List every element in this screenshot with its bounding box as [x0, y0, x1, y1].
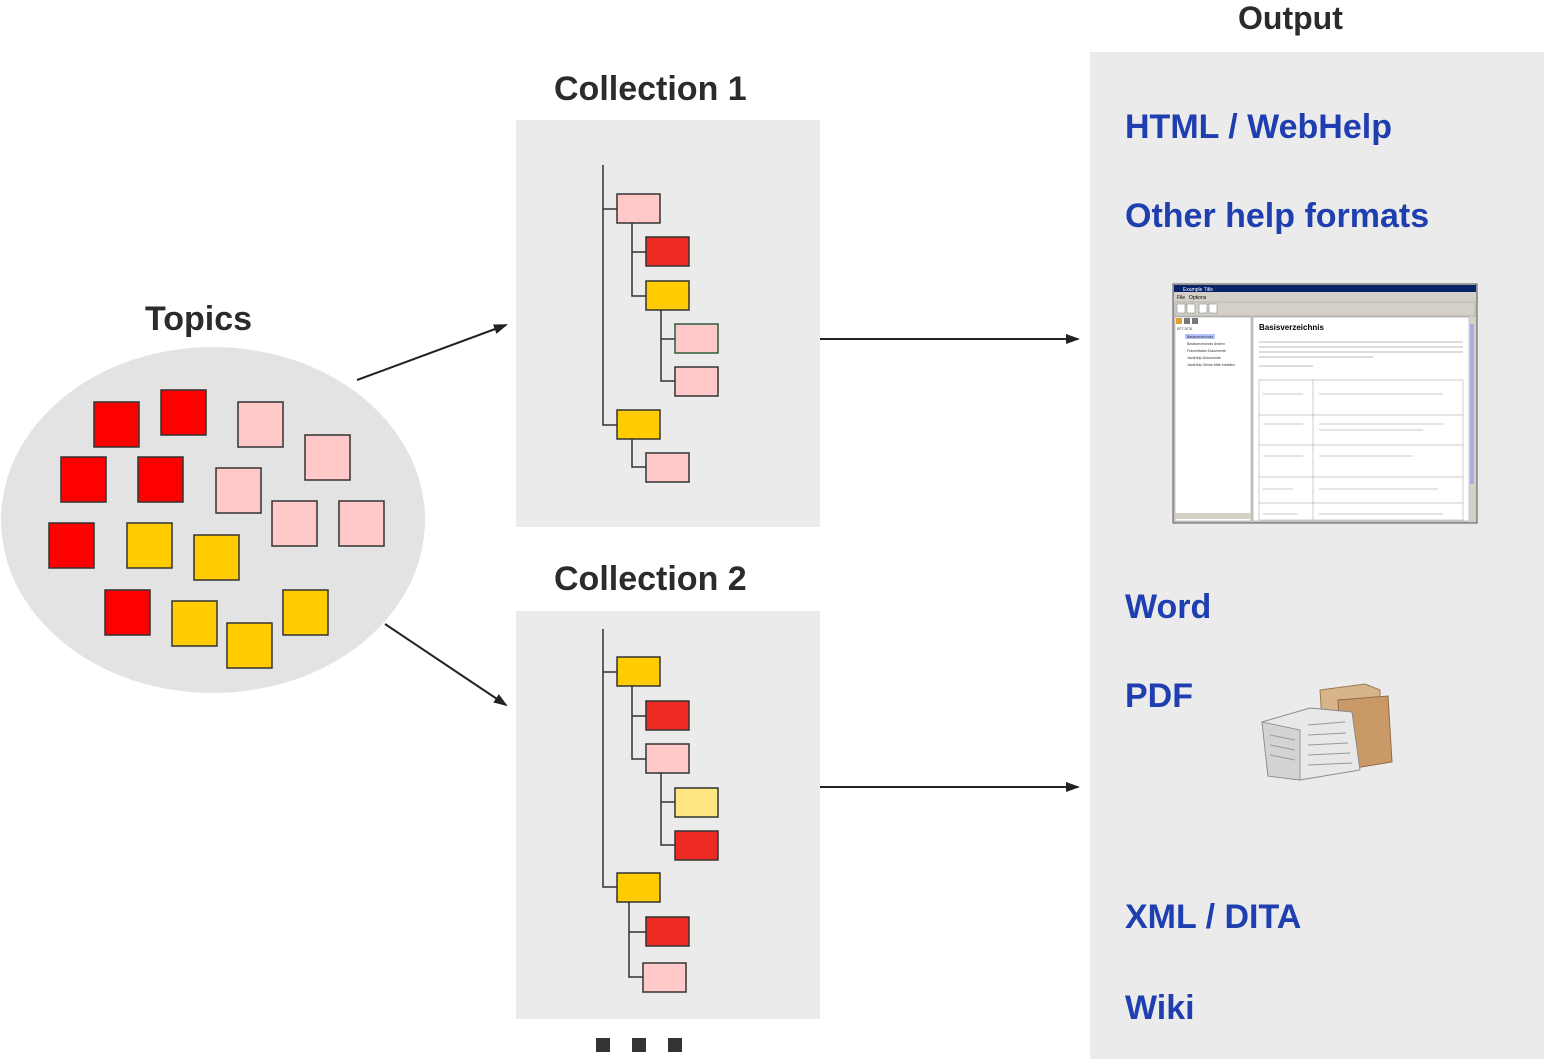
tree-node [645, 743, 690, 774]
format-xml-dita: XML / DITA [1125, 898, 1302, 936]
help-page-heading: Basisverzeichnis [1259, 323, 1324, 332]
format-word: Word [1125, 588, 1212, 626]
topic-square [282, 589, 329, 636]
topic-square [60, 456, 107, 503]
help-tree-item: Basisverzeichnis [1187, 335, 1213, 339]
help-tree-item: FrameMaker-Dokumente [1187, 349, 1226, 353]
help-tree-item: JavaHelp Online-Hilfe erstellen [1187, 363, 1235, 367]
output-heading: Output [1238, 0, 1343, 36]
topic-square [48, 522, 95, 569]
topics-heading: Topics [145, 300, 253, 338]
format-other-help: Other help formats [1125, 197, 1430, 235]
tree-node [645, 236, 690, 267]
topic-square [271, 500, 318, 547]
tree-node [645, 700, 690, 731]
help-tree-item: SFT-DITA [1177, 327, 1193, 331]
topic-square [304, 434, 351, 481]
collection-2-tree [602, 629, 675, 978]
tree-node [616, 656, 661, 687]
topic-square [160, 389, 207, 436]
tree-node [616, 193, 661, 224]
topic-square [237, 401, 284, 448]
tree-node [645, 452, 690, 483]
help-window-menu-options: Options [1189, 295, 1207, 301]
tree-node [674, 830, 719, 861]
tree-node [642, 962, 687, 993]
tree-node [645, 280, 690, 311]
topic-square [137, 456, 184, 503]
collection-2-heading: Collection 2 [554, 560, 747, 598]
collection-1-tree [602, 165, 675, 468]
tree-node [674, 366, 719, 397]
topic-squares [48, 389, 385, 669]
topic-square [93, 401, 140, 448]
format-pdf: PDF [1125, 677, 1193, 715]
help-tree-item: Basisverzeichnis ändern [1187, 342, 1225, 346]
tree-node [674, 323, 719, 354]
topic-square [171, 600, 218, 647]
output-panel [1090, 52, 1544, 1059]
collection-1-heading: Collection 1 [554, 70, 747, 108]
help-tree-item: JavaHelp-Dokumente [1187, 356, 1221, 360]
arrow-topics-to-collection-1 [356, 324, 508, 381]
help-window-menu-file: File [1177, 295, 1185, 301]
tree-node [616, 872, 661, 903]
topic-square [126, 522, 173, 569]
help-window-title: Example Title [1183, 287, 1213, 293]
topic-square [193, 534, 240, 581]
tree-node [645, 916, 690, 947]
collection-2-nodes [616, 656, 719, 993]
continuation-ellipsis [596, 1038, 682, 1052]
topic-square [215, 467, 262, 514]
topic-square [226, 622, 273, 669]
topic-square [338, 500, 385, 547]
help-window-screenshot-icon: Example Title File Options SFT-DITA Basi… [1172, 283, 1478, 524]
format-html-webhelp: HTML / WebHelp [1125, 108, 1392, 146]
collection-1-nodes [616, 193, 719, 483]
arrow-topics-to-collection-2 [384, 623, 508, 707]
topic-square [104, 589, 151, 636]
collection-2-panel [516, 611, 820, 1019]
tree-node [674, 787, 719, 818]
tree-node [616, 409, 661, 440]
format-wiki: Wiki [1125, 989, 1195, 1027]
printed-manuals-icon [1261, 683, 1393, 781]
